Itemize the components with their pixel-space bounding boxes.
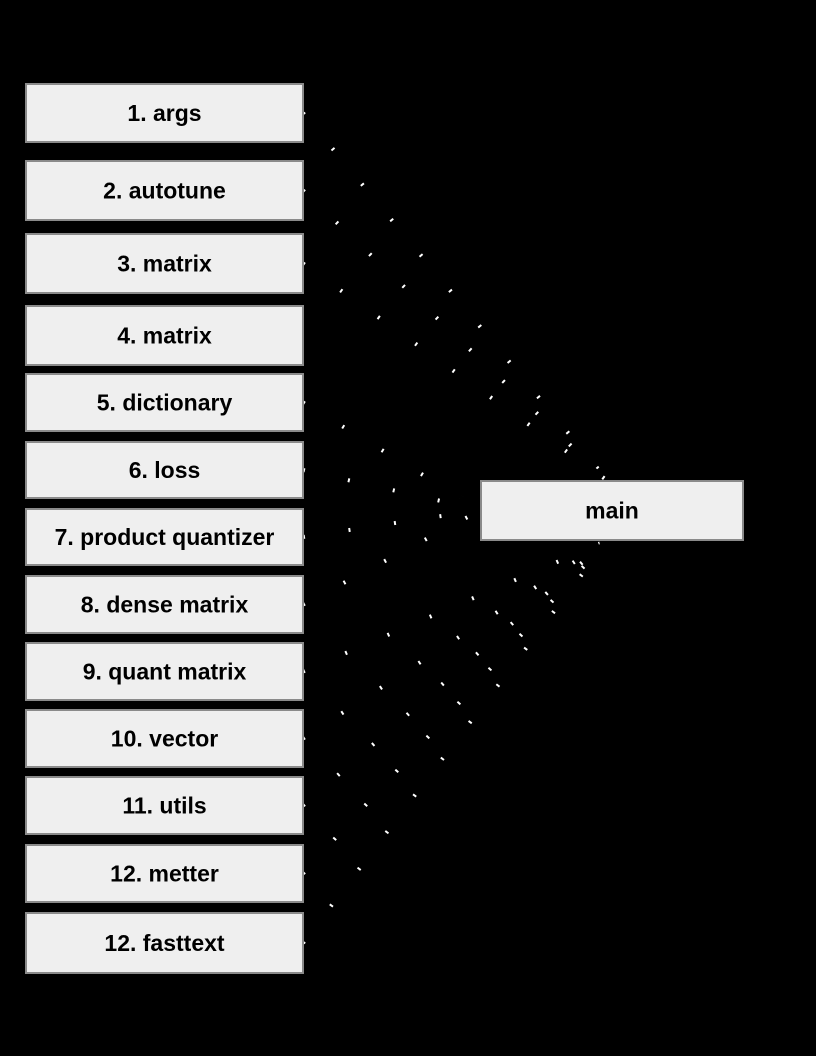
node-label-n6: 6. loss xyxy=(129,457,201,483)
edge-n2-to-main xyxy=(302,189,609,482)
node-label-n3: 3. matrix xyxy=(117,251,212,277)
node-label-n9: 9. quant matrix xyxy=(83,659,247,685)
node-box-n2 xyxy=(25,160,304,221)
node-n12: 12. metter xyxy=(25,844,304,903)
node-n6: 6. loss xyxy=(25,441,304,499)
node-n10: 10. vector xyxy=(25,709,304,768)
node-n2: 2. autotune xyxy=(25,160,304,221)
node-label-main: main xyxy=(585,498,639,524)
node-n7: 7. product quantizer xyxy=(25,508,304,566)
node-label-n2: 2. autotune xyxy=(103,178,226,204)
node-main: main xyxy=(480,480,744,541)
node-box-n8 xyxy=(25,575,304,634)
node-box-n6 xyxy=(25,441,304,499)
node-n5: 5. dictionary xyxy=(25,373,304,432)
edge-layer xyxy=(301,111,610,945)
node-box-n5 xyxy=(25,373,304,432)
node-layer: 1. args 2. autotune 3. matrix 4. matrix 5. d… xyxy=(25,83,744,974)
node-box-n7 xyxy=(25,508,304,566)
node-label-n7: 7. product quantizer xyxy=(55,524,275,550)
edge-n12-to-main xyxy=(302,539,609,875)
node-n11: 11. utils xyxy=(25,776,304,835)
edge-n13-to-main xyxy=(302,539,609,944)
edge-n7-to-main xyxy=(302,503,484,538)
node-n8: 8. dense matrix xyxy=(25,575,304,634)
edge-halo-n9-to-main xyxy=(302,538,609,674)
edge-n5-to-main xyxy=(302,401,484,512)
edge-n1-to-main xyxy=(302,112,609,482)
edge-n11-to-main xyxy=(302,539,609,807)
edge-n10-to-main xyxy=(302,539,609,740)
node-box-n12 xyxy=(25,844,304,903)
node-label-n11: 11. utils xyxy=(122,793,206,819)
node-box-n9 xyxy=(25,642,304,701)
node-n13: 12. fasttext xyxy=(25,912,304,974)
node-n9: 9. quant matrix xyxy=(25,642,304,701)
node-label-n5: 5. dictionary xyxy=(97,390,233,416)
node-n1: 1. args xyxy=(25,83,304,143)
node-box-n13 xyxy=(25,912,304,974)
node-label-n1: 1. args xyxy=(127,100,201,126)
node-label-n12: 12. metter xyxy=(110,861,219,887)
node-label-n13: 12. fasttext xyxy=(104,930,225,956)
edge-n3-to-main xyxy=(302,262,609,482)
node-box-n1 xyxy=(25,83,304,143)
node-box-n4 xyxy=(25,305,304,366)
edge-n8-to-main xyxy=(302,508,484,606)
node-box-n10 xyxy=(25,709,304,768)
node-box-main xyxy=(480,480,744,541)
node-n3: 3. matrix xyxy=(25,233,304,294)
edge-n6-to-main xyxy=(302,469,484,516)
node-label-n8: 8. dense matrix xyxy=(81,592,249,618)
node-label-n4: 4. matrix xyxy=(117,323,212,349)
node-box-n3 xyxy=(25,233,304,294)
node-box-n11 xyxy=(25,776,304,835)
node-n4: 4. matrix xyxy=(25,305,304,366)
edge-n9-to-main xyxy=(302,539,609,673)
node-label-n10: 10. vector xyxy=(111,726,218,752)
